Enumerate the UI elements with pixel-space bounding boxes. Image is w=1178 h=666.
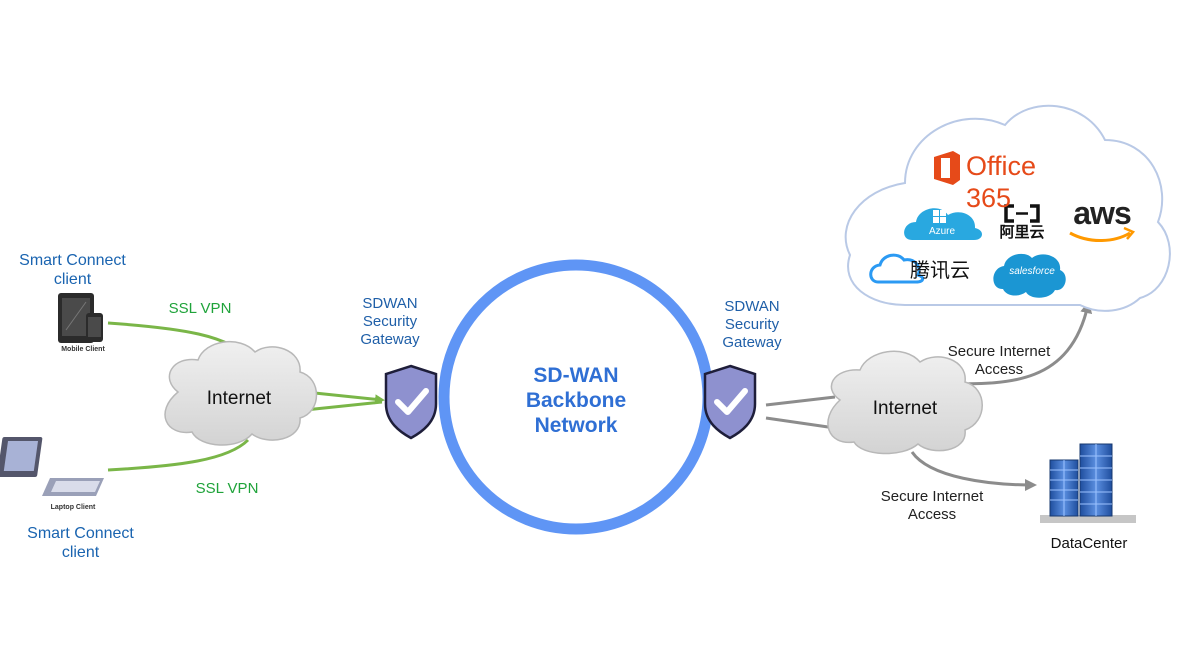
secure-access-upper-line1: Secure Internet (947, 343, 1051, 360)
secure-access-lower-line1: Secure Internet (880, 488, 984, 505)
ssl-vpn-label-top: SSL VPN (168, 300, 232, 317)
secure-access-label-upper: Secure Internet Access (929, 343, 1069, 379)
aws-smile-arrowhead (1123, 226, 1136, 240)
secure-access-upper-line2: Access (974, 361, 1024, 378)
saas-cloud (844, 104, 1171, 312)
secure-access-label-lower: Secure Internet Access (862, 488, 1002, 524)
internet-cloud-right (827, 350, 983, 455)
client-label-bottom-line2: client (61, 544, 100, 562)
sdwan-backbone-line1: SD-WAN (533, 364, 619, 387)
gateway-label-left-line3: Gateway (360, 331, 420, 348)
security-gateway-right-shield-icon (703, 364, 757, 440)
gateway-label-right: SDWAN Security Gateway (702, 298, 802, 352)
gateway-label-left-line2: Security (362, 313, 418, 330)
gateway-to-internet-link-1 (765, 395, 836, 407)
azure-label: Azure (928, 226, 956, 237)
gateway-label-left: SDWAN Security Gateway (340, 295, 440, 349)
secure-access-lower-line2: Access (907, 506, 957, 523)
internet-to-gateway-link-2 (304, 400, 383, 412)
aws-label: aws (1073, 195, 1131, 231)
internet-to-datacenter-arrow (910, 451, 1037, 491)
gateway-label-left-line1: SDWAN (362, 295, 418, 312)
azure-cloud-icon (904, 208, 983, 240)
internet-label-left: Internet (206, 388, 272, 409)
office-365-logo-icon (934, 151, 960, 185)
gateway-to-internet-link-2 (765, 416, 836, 430)
client-label-top-line2: client (53, 271, 92, 289)
tencent-cloud-icon (869, 253, 925, 284)
laptop-client-icon (0, 437, 104, 496)
windows-logo-icon (933, 210, 946, 223)
aws-smile-icon (1069, 231, 1131, 242)
internet-to-gateway-link-1 (304, 390, 385, 405)
aliyun-label: 阿里云 (999, 224, 1045, 241)
aliyun-logo-icon (1004, 204, 1040, 223)
gateway-label-right-line3: Gateway (722, 334, 782, 351)
sdwan-backbone-line3: Network (534, 413, 618, 437)
gateway-label-right-line1: SDWAN (724, 298, 780, 315)
client-label-bottom: Smart Connect client (18, 524, 143, 562)
ssl-vpn-label-bottom: SSL VPN (195, 480, 259, 497)
office-365-label: Office 365 (966, 151, 1037, 214)
salesforce-cloud-icon (993, 253, 1066, 298)
gateway-label-right-line2: Security (724, 316, 780, 333)
tencent-label: 腾讯云 (910, 260, 970, 282)
sdwan-backbone-label: SD-WAN Backbone Network (506, 364, 646, 438)
internet-cloud-left (164, 341, 318, 446)
mobile-client-icon (58, 293, 103, 343)
ssl-link-bottom (107, 438, 250, 472)
datacenter-building-icon (1040, 443, 1136, 523)
security-gateway-left-shield-icon (384, 364, 438, 440)
sdwan-backbone-line2: Backbone (525, 388, 627, 412)
datacenter-label: DataCenter (1050, 535, 1128, 552)
client-label-top-line1: Smart Connect (19, 252, 126, 269)
internet-label-right: Internet (872, 398, 938, 419)
client-label-bottom-line1: Smart Connect (27, 525, 134, 542)
salesforce-label: salesforce (1009, 266, 1055, 277)
mobile-client-caption: Mobile Client (61, 346, 105, 353)
internet-to-cloud-arrow (949, 301, 1093, 386)
laptop-client-caption: Laptop Client (50, 504, 96, 511)
gray-links (765, 301, 1093, 491)
client-label-top: Smart Connect client (10, 251, 135, 289)
